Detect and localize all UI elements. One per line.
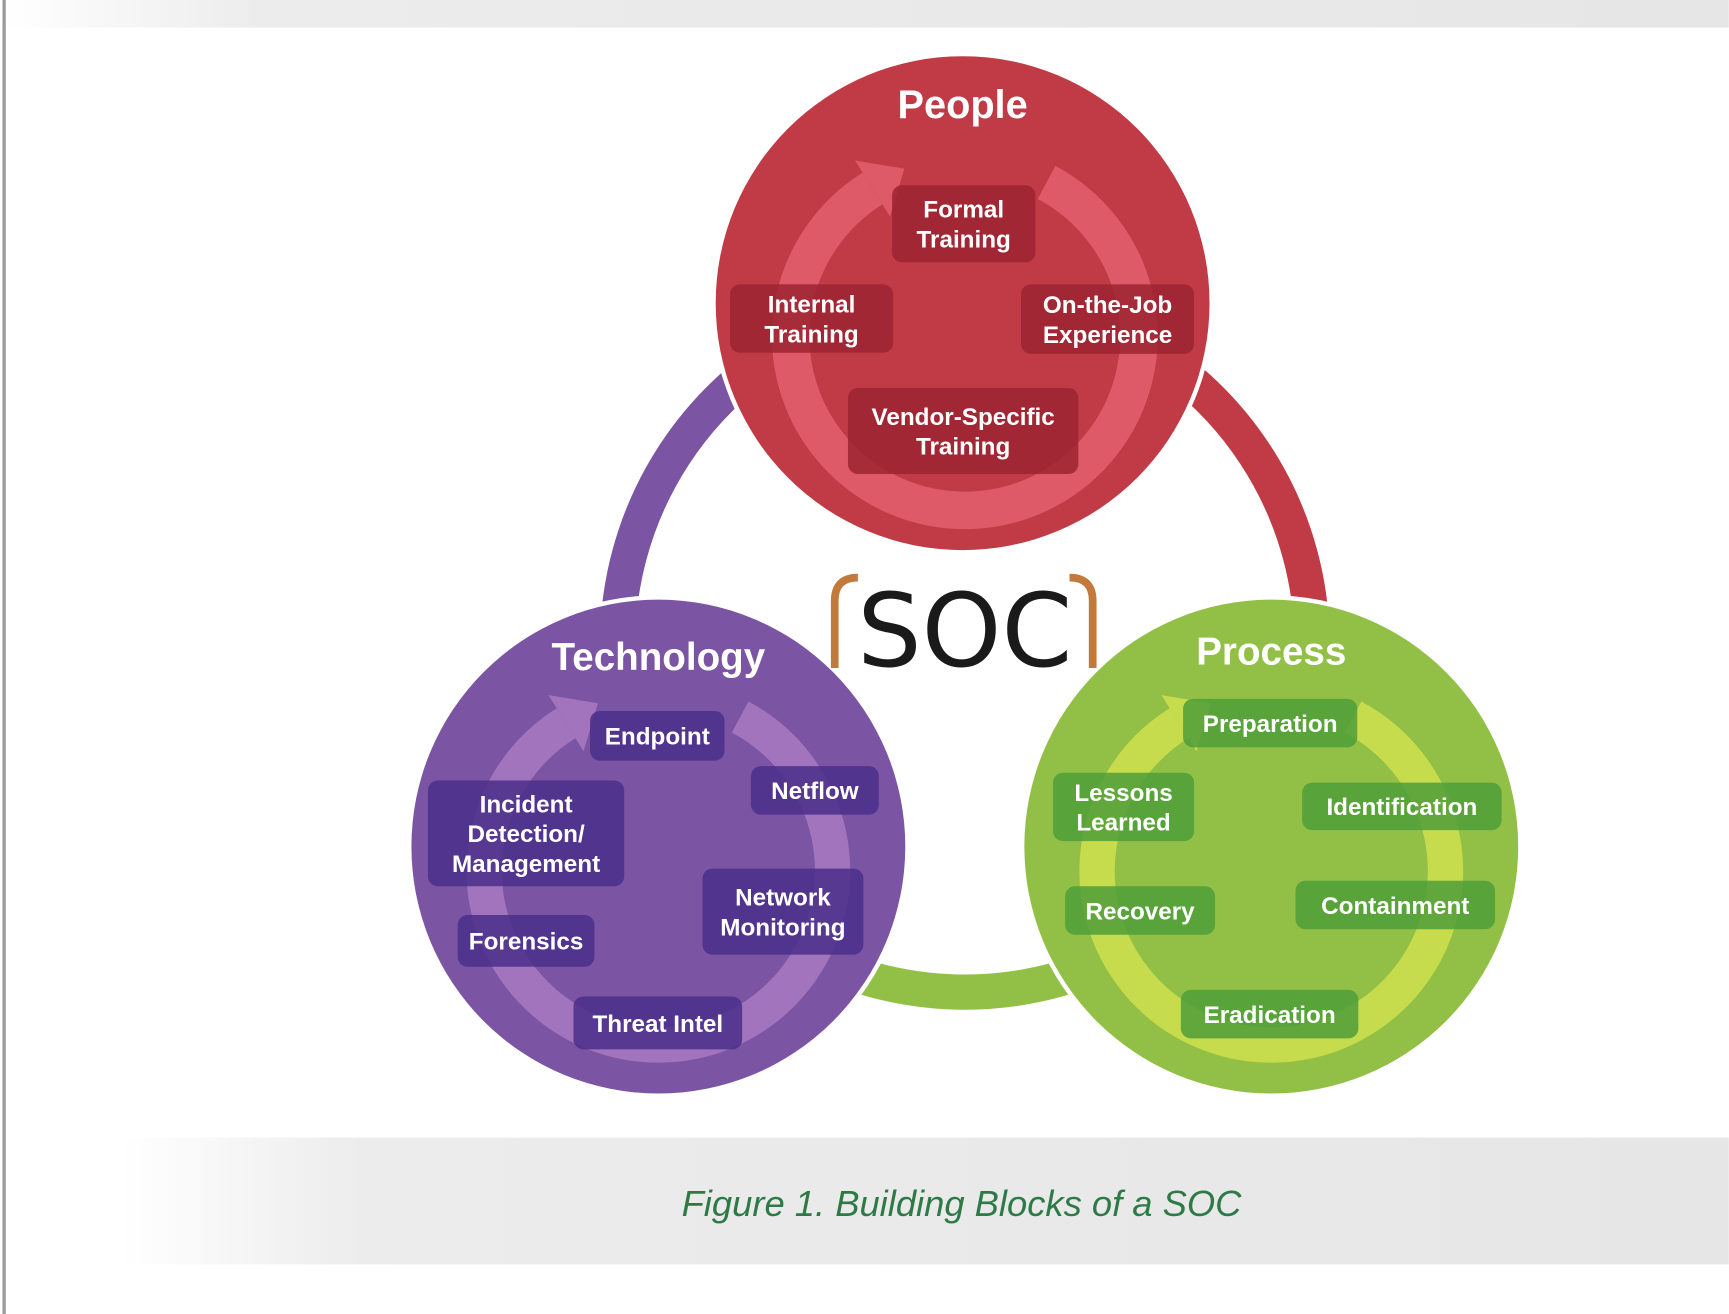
arrowhead-icon (548, 695, 598, 752)
label-text: Training (917, 226, 1011, 253)
technology-circle: Technology (407, 595, 910, 1098)
process-item-recovery: Recovery (1065, 886, 1216, 935)
label-text: Containment (1321, 893, 1469, 920)
label-text: Threat Intel (592, 1011, 723, 1038)
label-text: Forensics (469, 929, 584, 956)
label-text: Learned (1076, 810, 1170, 837)
technology-item-netflow: Netflow (750, 766, 879, 815)
label-text: Training (764, 321, 858, 348)
label-text: Netflow (771, 778, 859, 805)
label-box (847, 388, 1079, 475)
soc-center-label: SOC (830, 572, 1097, 690)
label-box (457, 914, 595, 967)
process-item-containment: Containment (1295, 880, 1496, 930)
soc-text: SOC (857, 572, 1072, 690)
people-circle: People (711, 51, 1214, 555)
left-border (2, 0, 6, 1314)
label-box (1021, 284, 1195, 354)
top-band (0, 0, 1729, 28)
people-title: People (898, 83, 1028, 127)
label-box (750, 766, 879, 815)
label-box (892, 185, 1036, 263)
technology-item-forensics: Forensics (457, 914, 595, 967)
process-item-preparation: Preparation (1183, 698, 1358, 748)
label-text: Recovery (1085, 898, 1195, 925)
label-box (590, 711, 725, 761)
label-box (1065, 886, 1216, 935)
label-text: Vendor-Specific (872, 404, 1055, 431)
label-box (1180, 989, 1359, 1039)
label-text: Endpoint (605, 724, 710, 751)
label-text: Training (916, 434, 1010, 461)
label-box (1302, 782, 1502, 831)
label-box (1183, 698, 1358, 748)
label-text: On-the-Job (1043, 292, 1172, 319)
label-text: Preparation (1203, 711, 1338, 738)
label-box (1295, 880, 1496, 930)
label-text: Eradication (1204, 1002, 1336, 1029)
left-bracket-icon (830, 573, 859, 669)
technology-item-threat-intel: Threat Intel (573, 996, 743, 1050)
technology-item-endpoint: Endpoint (590, 711, 725, 761)
technology-title: Technology (552, 636, 766, 679)
right-bracket-icon (1069, 573, 1097, 669)
process-title: Process (1196, 631, 1346, 674)
label-text: Formal (923, 197, 1004, 224)
figure-caption: Figure 1. Building Blocks of a SOC (682, 1183, 1243, 1224)
label-text: Incident (480, 791, 573, 818)
label-box (730, 284, 894, 353)
label-text: Identification (1326, 794, 1477, 821)
label-box (427, 780, 625, 887)
label-text: Lessons (1074, 780, 1172, 807)
label-box (573, 996, 743, 1050)
label-text: Experience (1043, 322, 1172, 349)
label-text: Internal (768, 292, 856, 319)
label-text: Monitoring (720, 914, 845, 941)
process-item-identification: Identification (1302, 782, 1502, 831)
label-box (702, 868, 864, 955)
caption-band (121, 1137, 1729, 1265)
label-text: Detection/ (467, 821, 584, 848)
label-text: Network (735, 885, 831, 912)
label-box (1053, 772, 1195, 842)
arrowhead-icon (854, 160, 905, 217)
process-item-eradication: Eradication (1180, 989, 1359, 1039)
label-text: Management (452, 851, 600, 878)
